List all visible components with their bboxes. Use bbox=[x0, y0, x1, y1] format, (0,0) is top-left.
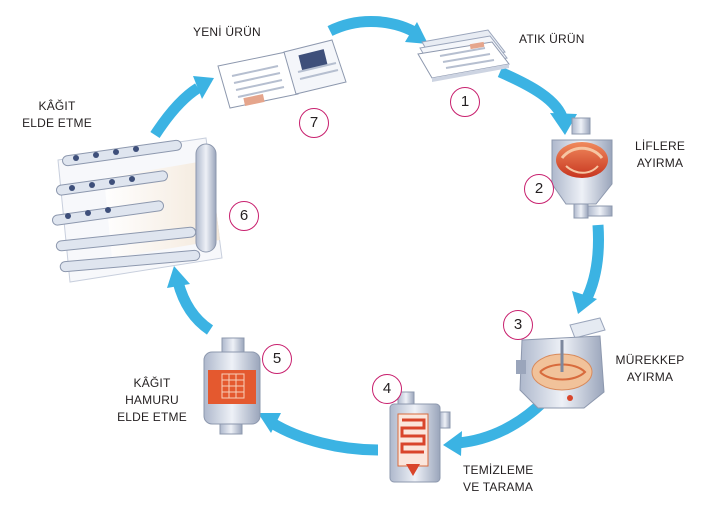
step-label-2: LİFLERE AYIRMA bbox=[620, 138, 700, 172]
newspaper-stack-icon bbox=[417, 29, 510, 82]
step-label-5: KÂĞIT HAMURU ELDE ETME bbox=[104, 375, 200, 426]
step-label-4-line-2: VE TARAMA bbox=[463, 480, 534, 494]
cycle-arrows bbox=[150, 16, 604, 456]
step-label-5-line-2: HAMURU bbox=[125, 393, 179, 407]
step-label-6-line-2: ELDE ETME bbox=[22, 116, 92, 130]
arrow-3-to-4 bbox=[457, 396, 549, 449]
step-label-3-line-1: MÜREKKEP bbox=[615, 353, 685, 367]
step-label-6: KÂĞIT ELDE ETME bbox=[18, 98, 96, 132]
step-label-5-line-1: KÂĞIT bbox=[133, 376, 171, 390]
step-label-2-line-1: LİFLERE bbox=[634, 139, 686, 153]
step-label-7: YENİ ÜRÜN bbox=[193, 24, 261, 41]
arrow-7-to-1 bbox=[327, 16, 421, 39]
ink-removal-tank-icon bbox=[516, 317, 606, 409]
step-number-3: 3 bbox=[503, 310, 533, 340]
new-newspaper-icon bbox=[217, 39, 347, 109]
step-label-3: MÜREKKEP AYIRMA bbox=[605, 352, 695, 386]
arrow-1-to-2 bbox=[497, 66, 569, 122]
step-number-6: 6 bbox=[229, 201, 259, 231]
step-label-3-line-2: AYIRMA bbox=[626, 370, 674, 384]
arrow-6-to-7 bbox=[150, 83, 202, 138]
cleaning-screening-icon bbox=[389, 391, 451, 483]
step-label-6-line-1: KÂĞIT bbox=[38, 99, 76, 113]
step-number-7: 7 bbox=[299, 108, 329, 138]
arrow-2-to-3 bbox=[581, 224, 604, 303]
step-label-7-line-1: YENİ ÜRÜN bbox=[193, 25, 261, 39]
step-label-4-line-1: TEMİZLEME bbox=[463, 463, 534, 477]
step-number-4: 4 bbox=[372, 374, 402, 404]
pulp-maker-icon bbox=[203, 337, 261, 435]
step-number-2: 2 bbox=[524, 174, 554, 204]
arrow-4-to-5 bbox=[269, 418, 379, 456]
step-label-2-line-2: AYIRMA bbox=[636, 156, 684, 170]
arrow-5-to-6 bbox=[172, 280, 214, 335]
fiber-separator-icon bbox=[551, 117, 613, 219]
step-label-1: ATIK ÜRÜN bbox=[519, 31, 585, 48]
step-label-4: TEMİZLEME VE TARAMA bbox=[463, 462, 533, 496]
paper-machine-icon bbox=[51, 137, 223, 283]
step-label-5-line-3: ELDE ETME bbox=[117, 410, 187, 424]
step-label-1-line-1: ATIK ÜRÜN bbox=[519, 32, 585, 46]
step-number-5: 5 bbox=[262, 344, 292, 374]
step-number-1: 1 bbox=[450, 87, 480, 117]
